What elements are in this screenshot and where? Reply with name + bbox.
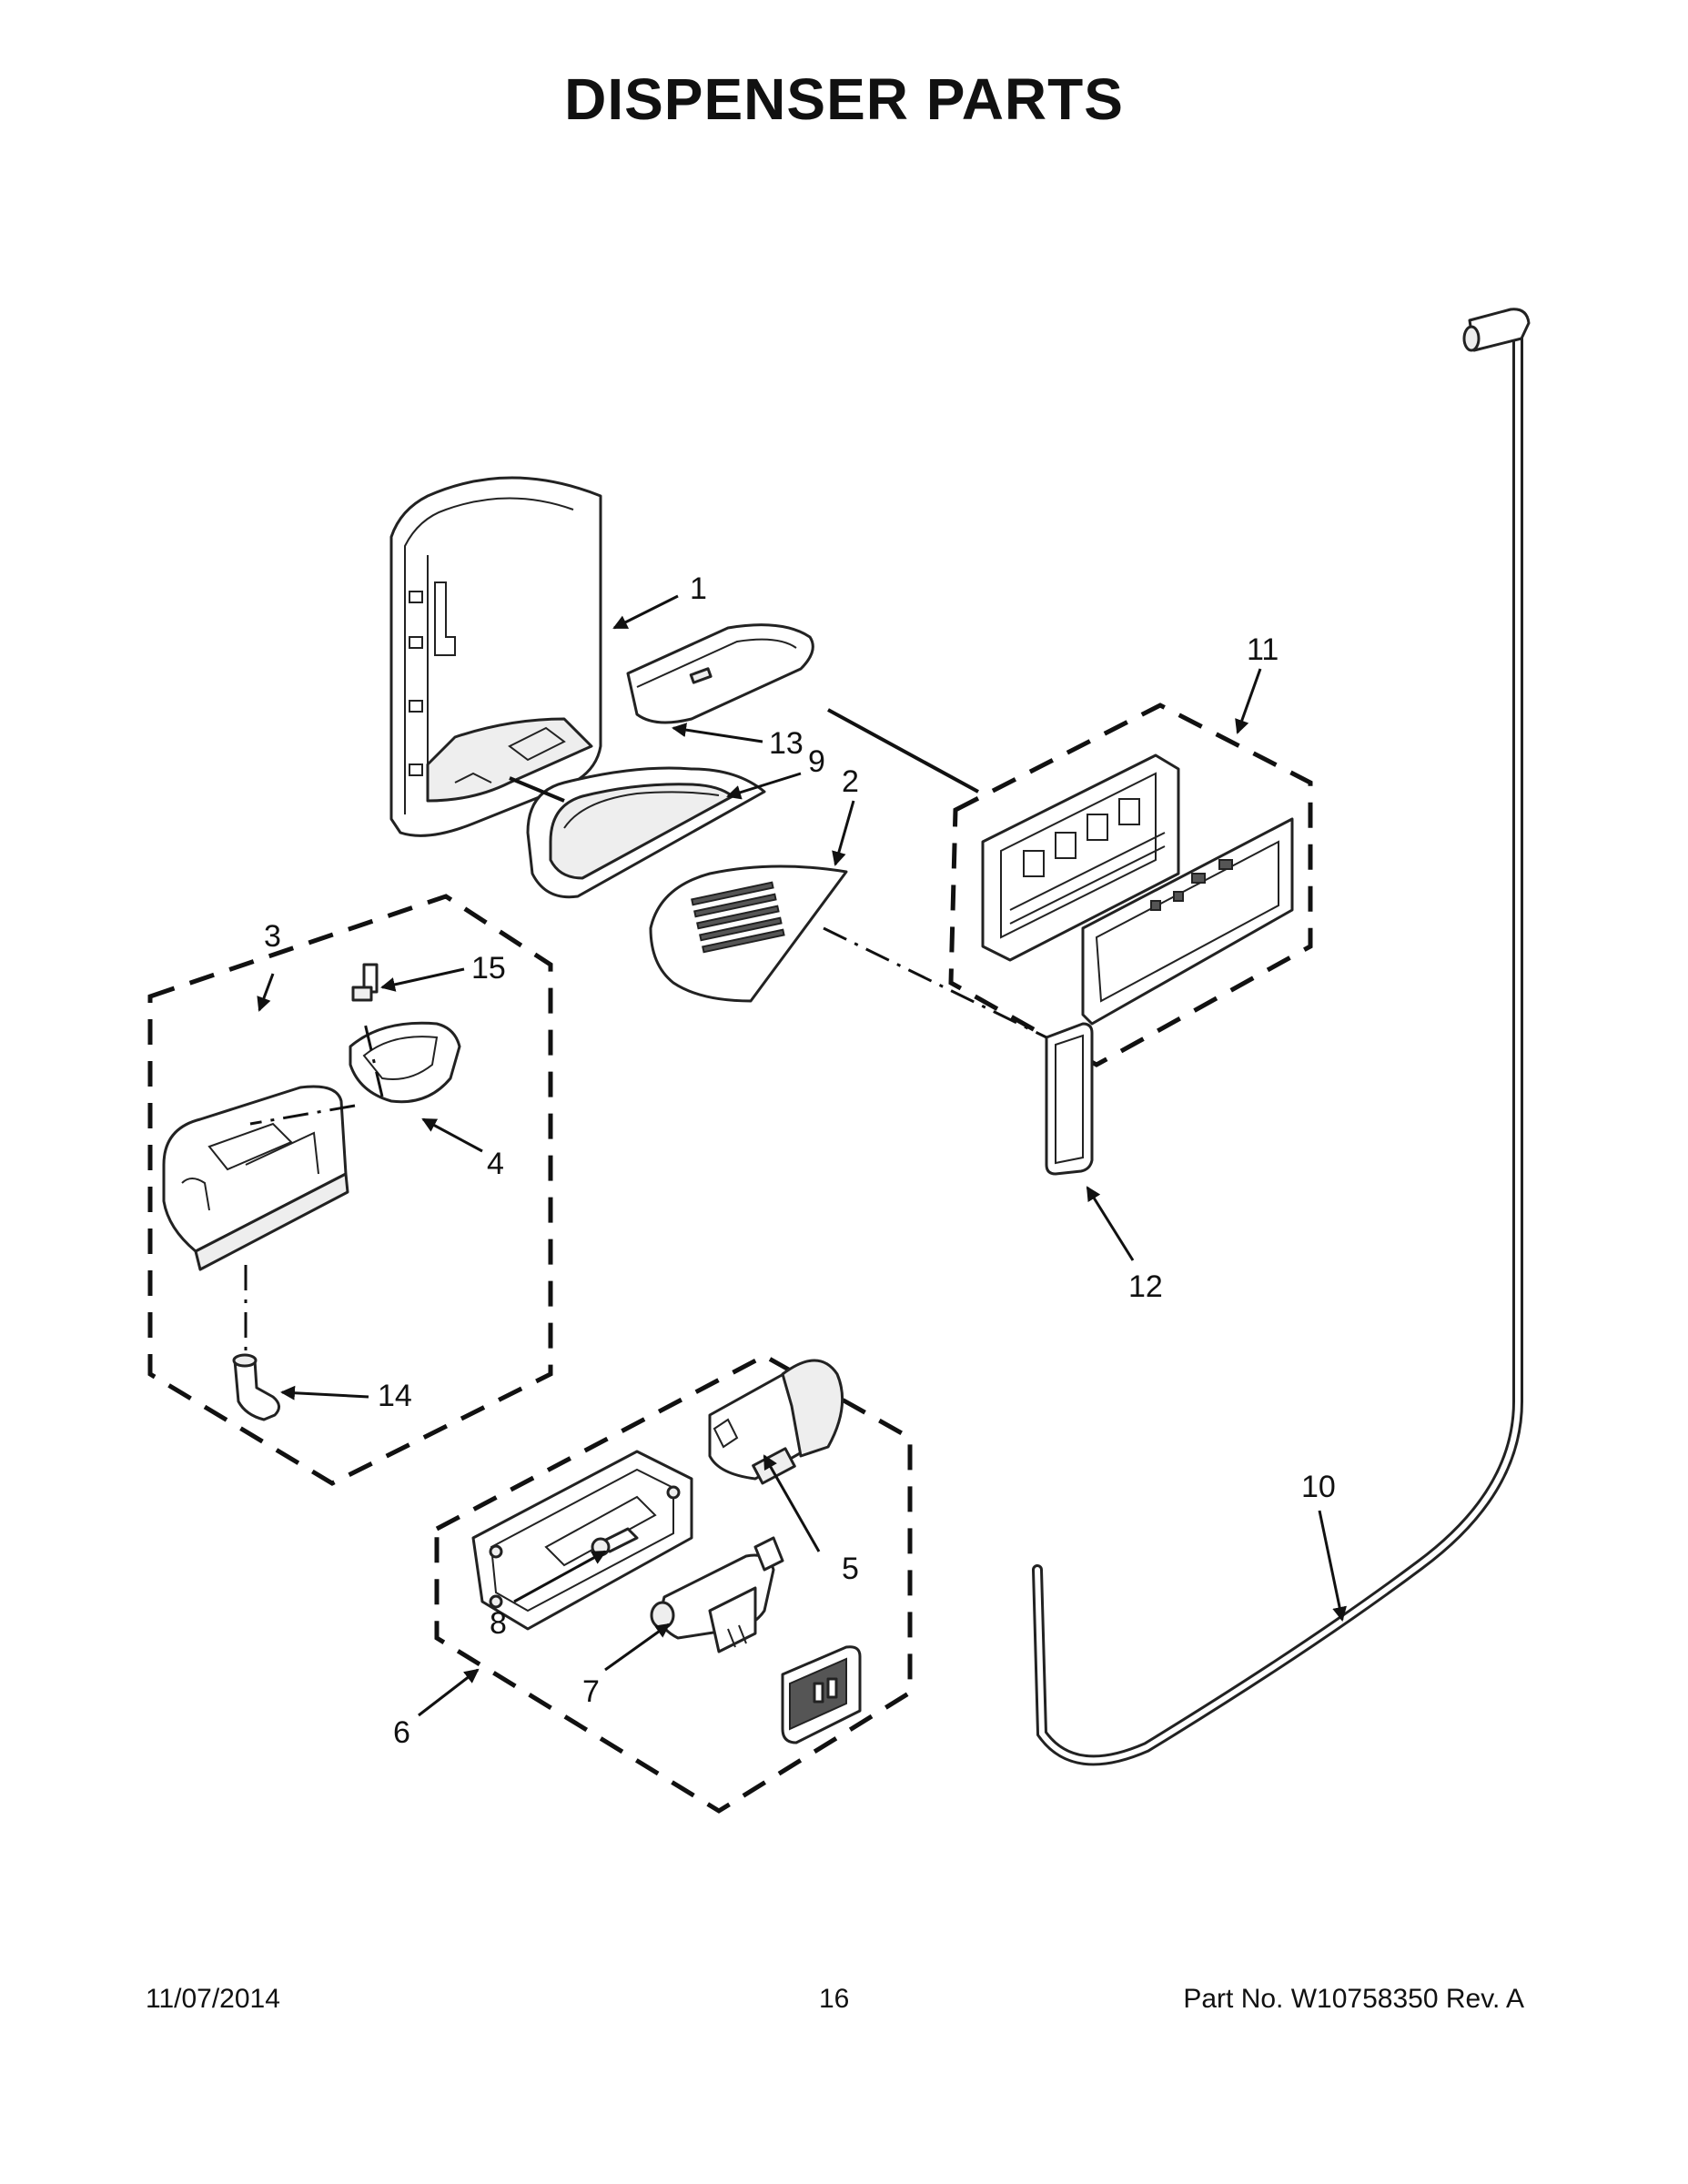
board-connector-line xyxy=(827,708,979,794)
button-pad-icon xyxy=(1045,1022,1094,1176)
dispenser-housing-icon xyxy=(389,476,602,837)
control-board-icon xyxy=(948,703,1313,1067)
button-pad-align-line xyxy=(823,926,1047,1039)
callout-14: 14 xyxy=(378,1379,412,1413)
callout-6: 6 xyxy=(393,1715,410,1750)
trim-piece-icon xyxy=(626,623,814,724)
callout-3: 3 xyxy=(264,919,281,954)
callout-12: 12 xyxy=(1128,1269,1163,1304)
chute-align-line-2 xyxy=(249,1104,356,1126)
drip-tray-icon xyxy=(526,766,766,899)
ice-chute-assembly-icon xyxy=(162,1085,349,1271)
elbow-fitting-icon xyxy=(232,1353,280,1421)
callout-15: 15 xyxy=(471,951,506,986)
page-title: DISPENSER PARTS xyxy=(564,66,1124,132)
water-tube-icon xyxy=(1032,308,1531,1766)
grille-icon xyxy=(649,864,848,1003)
actuator-assembly-icon xyxy=(471,1450,693,1631)
callout-9: 9 xyxy=(808,744,825,779)
footer-part-number: Part No. W10758350 Rev. A xyxy=(1183,1984,1524,2014)
tray-connector-line xyxy=(509,776,565,803)
callout-11: 11 xyxy=(1247,632,1279,667)
callout-4: 4 xyxy=(487,1147,504,1181)
button-cover-icon xyxy=(781,1645,862,1744)
callout-labels: 1 13 9 2 11 15 3 4 14 12 5 8 7 6 10 xyxy=(264,571,1336,1750)
callout-7: 7 xyxy=(582,1674,600,1709)
lever-icon xyxy=(650,1536,784,1653)
callout-2: 2 xyxy=(842,764,859,799)
callout-5: 5 xyxy=(842,1552,859,1586)
callout-8: 8 xyxy=(490,1606,507,1641)
chute-align-line xyxy=(362,1018,384,1097)
footer-date: 11/07/2014 xyxy=(146,1984,280,2014)
solenoid-switch-icon xyxy=(351,963,379,1002)
callout-leaders xyxy=(257,594,1347,1717)
callout-1: 1 xyxy=(690,571,707,606)
footer-page-number: 16 xyxy=(819,1984,850,2014)
callout-10: 10 xyxy=(1301,1470,1336,1504)
callout-13: 13 xyxy=(769,726,804,761)
motor-icon xyxy=(708,1359,844,1485)
assembly-6-boundary xyxy=(434,1353,913,1814)
assembly-3-boundary xyxy=(147,894,553,1486)
